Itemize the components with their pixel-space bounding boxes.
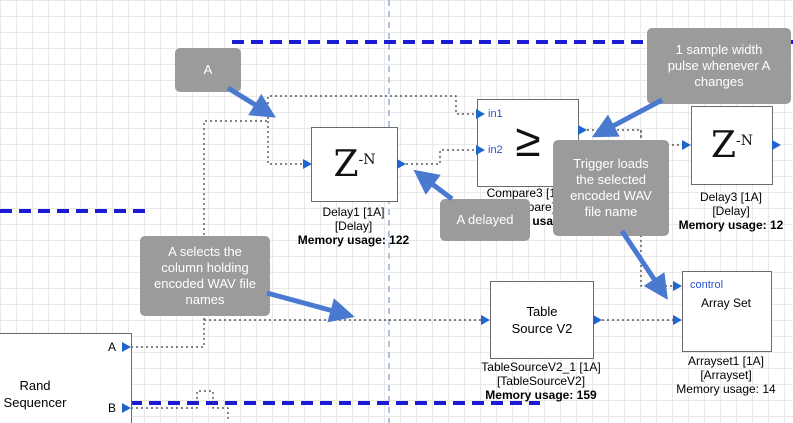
- tablesource-labels: TableSourceV2_1 [1A] [TableSourceV2] Mem…: [461, 360, 621, 402]
- tablesource-input-port[interactable]: [481, 315, 490, 325]
- randsequencer-port-a-label: A: [108, 340, 117, 354]
- randsequencer-port-b-label: B: [108, 401, 117, 415]
- module-type: [Arrayset]: [700, 368, 752, 382]
- wire[interactable]: [131, 390, 229, 421]
- randsequencer-face-text: Rand Sequencer: [3, 378, 67, 410]
- module-name: Delay3 [1A]: [699, 190, 763, 204]
- annotation-arrow: [591, 97, 664, 138]
- memory-usage: Memory usage: 159: [485, 388, 597, 402]
- arrayset-control-port[interactable]: [673, 281, 682, 291]
- compare3-in1-port[interactable]: [476, 109, 485, 119]
- delay1-input-port[interactable]: [303, 159, 312, 169]
- memory-usage: Memory usage: 122: [297, 233, 410, 247]
- delay3-labels: Delay3 [1A] [Delay] Memory usage: 12: [661, 190, 793, 232]
- delay-symbol: Z-N: [333, 143, 376, 185]
- callout-a[interactable]: A: [175, 48, 241, 92]
- memory-usage: Memory usage: 14: [676, 382, 776, 396]
- arrayset-title: Array Set: [700, 296, 751, 310]
- compare3-in2-label: in2: [488, 144, 503, 156]
- compare3-in1-label: in1: [488, 108, 503, 120]
- delay3-module[interactable]: Z-N: [691, 106, 773, 185]
- compare3-in2-port[interactable]: [476, 145, 485, 155]
- randsequencer-module[interactable]: Rand Sequencer: [0, 333, 132, 423]
- module-name: Arrayset1 [1A]: [687, 354, 765, 368]
- tablesource-output-port[interactable]: [593, 315, 602, 325]
- compare3-module[interactable]: ≥: [477, 99, 579, 187]
- arrayset-labels: Arrayset1 [1A] [Arrayset] Memory usage: …: [652, 354, 793, 396]
- module-name: Compare3 [1A]: [486, 186, 568, 200]
- wire[interactable]: [406, 149, 476, 165]
- arrayset-module[interactable]: [682, 271, 772, 352]
- module-name: Delay1 [1A]: [322, 205, 385, 219]
- delay3-input-port[interactable]: [682, 140, 691, 150]
- delay1-labels: Delay1 [1A] [Delay] Memory usage: 122: [281, 205, 426, 247]
- module-type: [TableSourceV2]: [496, 374, 586, 388]
- module-name: TableSourceV2_1 [1A]: [481, 360, 601, 374]
- annotation-arrow: [413, 169, 454, 201]
- randsequencer-port-b[interactable]: [122, 403, 131, 413]
- arrayset-control-label: control: [690, 279, 724, 291]
- callout-trigger[interactable]: Trigger loads the selected encoded WAV f…: [553, 140, 669, 236]
- compare3-output-port[interactable]: [578, 125, 587, 135]
- memory-usage: Memory usage: 12: [678, 218, 784, 232]
- delay1-module[interactable]: Z-N: [311, 127, 398, 202]
- module-type: [Delay]: [712, 204, 750, 218]
- annotation-arrow: [266, 290, 355, 323]
- tablesource-face-text: Table Source V2: [511, 304, 573, 336]
- callout-a-delayed[interactable]: A delayed: [440, 199, 530, 241]
- callout-pulse[interactable]: 1 sample width pulse whenever A changes: [647, 28, 791, 104]
- randsequencer-port-a[interactable]: [122, 342, 131, 352]
- delay-symbol: Z-N: [711, 124, 753, 166]
- greater-equal-symbol: ≥: [515, 114, 541, 166]
- arrayset-input-port[interactable]: [673, 315, 682, 325]
- delay3-output-port[interactable]: [772, 140, 781, 150]
- tablesource-module[interactable]: Table Source V2: [490, 281, 594, 359]
- delay1-output-port[interactable]: [397, 159, 406, 169]
- callout-a-selects[interactable]: A selects the column holding encoded WAV…: [140, 236, 270, 316]
- wire[interactable]: [267, 121, 303, 165]
- annotation-arrow: [619, 229, 668, 300]
- module-type: [Delay]: [334, 219, 373, 233]
